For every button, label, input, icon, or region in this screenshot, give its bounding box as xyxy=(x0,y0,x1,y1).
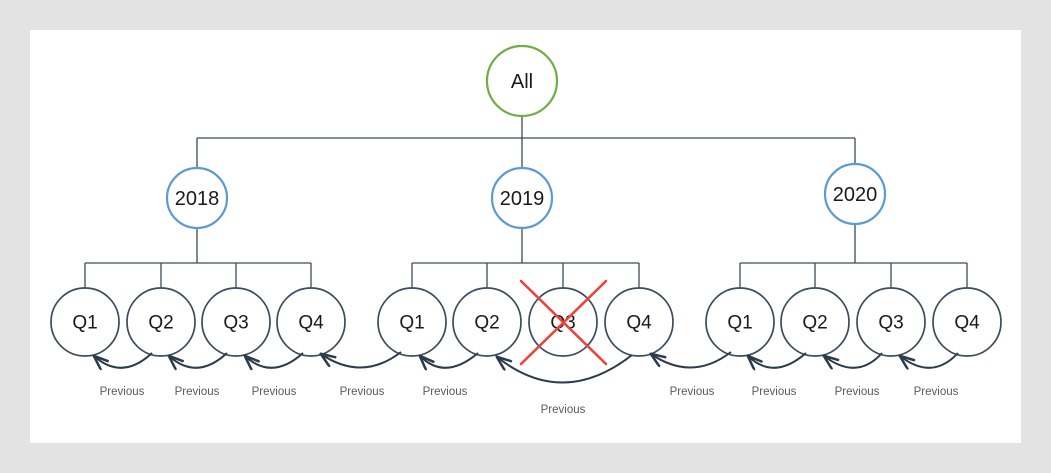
node-2018-q4-label: Q4 xyxy=(298,313,324,334)
node-2019-q4[interactable]: Q4 xyxy=(604,287,674,357)
node-year-2020-circle[interactable] xyxy=(823,162,887,226)
node-2020-q4[interactable]: Q4 xyxy=(932,287,1002,357)
previous-arrows xyxy=(94,351,959,384)
previous-arrow-10 xyxy=(900,352,959,368)
previous-label-7: Previous xyxy=(670,386,715,398)
strikeout-2019-q3-icon xyxy=(519,279,608,366)
previous-arrow-8 xyxy=(748,352,807,368)
previous-label-10: Previous xyxy=(914,386,959,398)
node-year-2020-label: 2020 xyxy=(833,184,878,206)
node-2019-q2[interactable]: Q2 xyxy=(452,287,522,357)
previous-label-3: Previous xyxy=(252,386,297,398)
previous-arrow-5 xyxy=(420,352,479,368)
previous-arrow-7 xyxy=(651,351,732,369)
node-2020-q3[interactable]: Q3 xyxy=(856,287,926,357)
previous-label-2: Previous xyxy=(175,386,220,398)
node-2020-q2-circle[interactable] xyxy=(780,287,850,357)
previous-arrow-labels: Previous Previous Previous Previous Prev… xyxy=(100,386,959,416)
node-2020-q2-label: Q2 xyxy=(802,313,827,334)
node-2019-q1-label: Q1 xyxy=(399,313,424,334)
previous-arrow-3 xyxy=(245,352,304,368)
node-2018-q3-label: Q3 xyxy=(223,313,248,334)
previous-label-9: Previous xyxy=(835,386,880,398)
node-2018-q3-circle[interactable] xyxy=(201,287,271,357)
node-year-2019-label: 2019 xyxy=(500,188,545,210)
node-2020-q4-circle[interactable] xyxy=(932,287,1002,357)
node-2020-q4-label: Q4 xyxy=(954,313,980,334)
node-year-2018[interactable]: 2018 xyxy=(165,166,229,230)
node-2019-q1[interactable]: Q1 xyxy=(377,287,447,357)
previous-label-8: Previous xyxy=(752,386,797,398)
node-2018-q2-circle[interactable] xyxy=(126,287,196,357)
node-2019-q4-circle[interactable] xyxy=(604,287,674,357)
node-year-2019-circle[interactable] xyxy=(490,166,554,230)
node-2019-q2-label: Q2 xyxy=(474,313,499,334)
previous-label-5: Previous xyxy=(423,386,468,398)
node-2018-q1-label: Q1 xyxy=(72,313,97,334)
node-2019-q2-circle[interactable] xyxy=(452,287,522,357)
node-2019-q4-label: Q4 xyxy=(626,313,652,334)
previous-label-4: Previous xyxy=(340,386,385,398)
previous-arrow-2 xyxy=(169,352,228,368)
tree-connectors xyxy=(84,116,968,288)
previous-label-1: Previous xyxy=(100,386,145,398)
node-year-2020[interactable]: 2020 xyxy=(823,162,887,226)
node-year-2019[interactable]: 2019 xyxy=(490,166,554,230)
node-year-2018-label: 2018 xyxy=(175,188,220,210)
node-2018-q1[interactable]: Q1 xyxy=(50,287,120,357)
node-2020-q1[interactable]: Q1 xyxy=(705,287,775,357)
node-2020-q1-label: Q1 xyxy=(727,313,752,334)
previous-arrow-4 xyxy=(321,351,402,369)
node-2020-q1-circle[interactable] xyxy=(705,287,775,357)
node-2020-q3-label: Q3 xyxy=(878,313,903,334)
node-2020-q3-circle[interactable] xyxy=(856,287,926,357)
node-2018-q2[interactable]: Q2 xyxy=(126,287,196,357)
node-all-label: All xyxy=(511,71,533,93)
node-2019-q1-circle[interactable] xyxy=(377,287,447,357)
node-2018-q4[interactable]: Q4 xyxy=(276,287,346,357)
previous-arrow-6-skip-q3 xyxy=(497,354,633,384)
node-all[interactable]: All xyxy=(485,44,559,118)
node-2020-q2[interactable]: Q2 xyxy=(780,287,850,357)
node-all-circle[interactable] xyxy=(485,44,559,118)
node-2018-q4-circle[interactable] xyxy=(276,287,346,357)
node-2018-q2-label: Q2 xyxy=(148,313,173,334)
node-2018-q1-circle[interactable] xyxy=(50,287,120,357)
node-year-2018-circle[interactable] xyxy=(165,166,229,230)
previous-arrow-1 xyxy=(94,352,153,368)
previous-label-6: Previous xyxy=(541,404,586,416)
node-2018-q3[interactable]: Q3 xyxy=(201,287,271,357)
previous-arrow-9 xyxy=(824,352,883,368)
